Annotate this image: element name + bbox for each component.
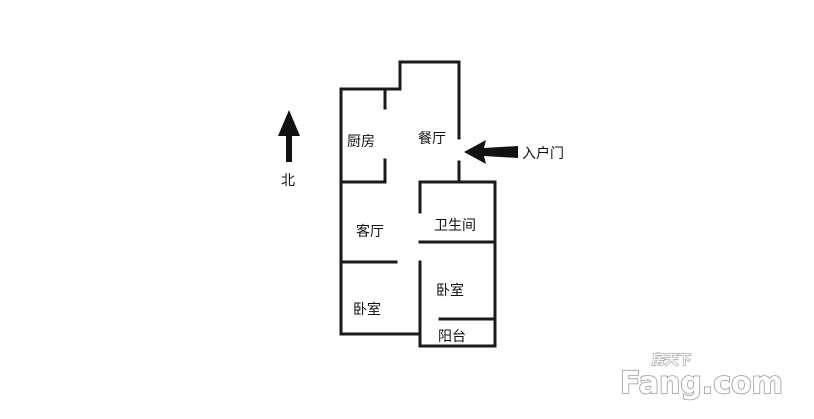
entrance-label: 入户门 xyxy=(522,145,564,162)
watermark-en-text: Fang.com xyxy=(620,366,783,401)
room-label-bedroom-west: 卧室 xyxy=(353,301,381,318)
fang-watermark: 房天下 Fang.com xyxy=(619,351,783,401)
room-label-kitchen: 厨房 xyxy=(347,134,375,150)
room-label-bedroom-east: 卧室 xyxy=(436,282,464,299)
floor-plan-walls xyxy=(339,60,497,348)
watermark-cn-text: 房天下 xyxy=(652,352,691,368)
room-label-dining: 餐厅 xyxy=(418,131,446,147)
entrance-arrow-icon xyxy=(464,140,518,164)
room-label-balcony: 阳台 xyxy=(438,329,466,345)
north-label: 北 xyxy=(281,173,295,189)
north-arrow-icon xyxy=(278,110,300,162)
room-label-bathroom: 卫生间 xyxy=(434,218,476,234)
entrance-indicator: 入户门 xyxy=(464,140,564,164)
north-compass: 北 xyxy=(278,110,300,189)
room-label-living: 客厅 xyxy=(356,223,384,240)
